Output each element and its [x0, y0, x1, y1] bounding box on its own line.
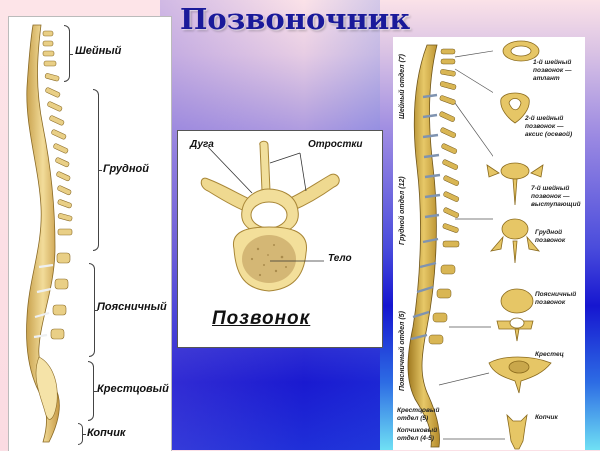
- label-thoracic: Грудной: [103, 163, 149, 175]
- label-coccyx-section: Копчиковый отдел (4-5): [397, 427, 438, 442]
- label-sacral-section: Крестцовый отдел (5): [397, 407, 440, 422]
- label-cervical-section: Шейный отдел (7): [399, 53, 406, 119]
- label-coccyx: Копчик: [535, 414, 558, 421]
- label-thoracic-section: Грудной отдел (12): [399, 176, 406, 245]
- spine-sections-panel: Шейный отдел (7) Грудной отдел (12) Пояс…: [393, 37, 585, 450]
- label-thoracic-vertebra: Грудной позвонок: [535, 229, 566, 244]
- label-lumbar: Поясничный: [97, 301, 167, 313]
- label-atlas: 1-й шейный позвонок — атлант: [533, 59, 572, 82]
- brace-thoracic: [93, 89, 102, 251]
- spine-lateral-illustration: [26, 24, 73, 443]
- axis-icon: [500, 92, 530, 124]
- brace-cervical: [64, 25, 73, 82]
- label-processes: Отростки: [308, 139, 363, 150]
- label-lumbar-section: Поясничный отдел (5): [399, 311, 406, 391]
- spine-lateral-panel: Шейный Грудной Поясничный Крестцовый Коп…: [8, 16, 172, 451]
- label-coccyx: Копчик: [87, 427, 126, 439]
- lumbar-vertebra-icon: [496, 288, 534, 342]
- sacrum-icon: [488, 356, 552, 394]
- label-arch: Дуга: [190, 139, 214, 150]
- thoracic-vertebra-icon: [489, 218, 541, 264]
- label-sacrum: Крестец: [535, 351, 564, 358]
- label-lumbar-vertebra: Поясничный позвонок: [535, 291, 577, 306]
- page-title: Позвоночник: [180, 2, 411, 36]
- label-body: Тело: [328, 253, 352, 264]
- vertebra-panel: Дуга Отростки Тело: [177, 130, 383, 348]
- label-sacral: Крестцовый: [97, 383, 169, 395]
- label-cervical: Шейный: [75, 45, 122, 57]
- spine-sections-illustration: [407, 44, 493, 448]
- vertebra-caption: Позвонок: [212, 308, 311, 329]
- brace-sacral: [88, 361, 97, 421]
- leader-lines-lower: [438, 40, 552, 450]
- brace-coccyx: [78, 423, 86, 445]
- vertebra-illustration: [200, 140, 340, 292]
- atlas-icon: [502, 40, 540, 62]
- coccyx-icon: [506, 413, 528, 450]
- c7-icon: [486, 162, 544, 206]
- label-c7: 7-й шейный позвонок — выступающий: [531, 185, 581, 208]
- label-axis: 2-й шейный позвонок — аксис (осевой): [525, 115, 573, 138]
- brace-lumbar: [89, 263, 98, 357]
